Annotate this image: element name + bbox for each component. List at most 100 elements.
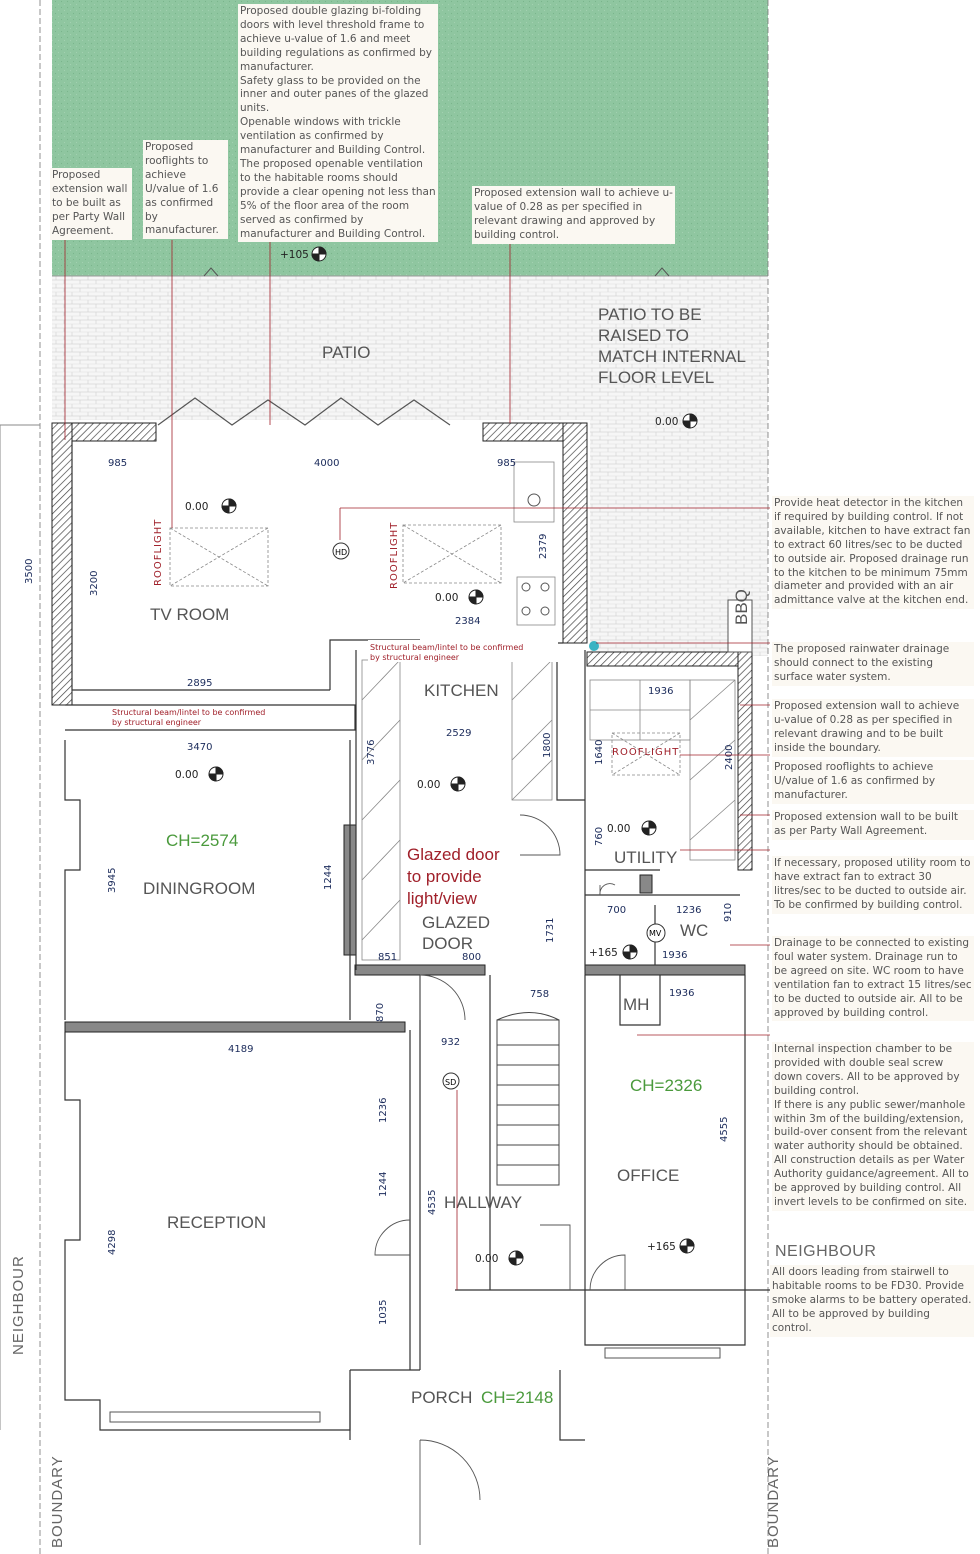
dim-2379: 2379 xyxy=(538,534,549,559)
dim-1244-b: 1244 xyxy=(378,1172,389,1197)
room-bbq: BBQ xyxy=(732,589,751,625)
dim-1244-a: 1244 xyxy=(323,865,334,890)
room-wc: WC xyxy=(680,921,708,940)
level-wc: +165 xyxy=(589,947,618,959)
dim-3776: 3776 xyxy=(366,740,377,765)
rooflight-label-1: ROOFLIGHT xyxy=(153,519,164,586)
patio-raised-line2: RAISED TO xyxy=(598,326,689,345)
ch-dining: CH=2574 xyxy=(166,831,238,850)
glazed-note-line1: Glazed door xyxy=(407,845,500,864)
level-kitchen: 0.00 xyxy=(417,779,440,791)
room-tv-room: TV ROOM xyxy=(150,605,229,624)
room-dining: DININGROOM xyxy=(143,879,255,898)
note-drainage: Drainage to be connected to existing fou… xyxy=(772,936,974,1022)
dim-4535: 4535 xyxy=(427,1190,438,1215)
dim-985-left: 985 xyxy=(108,458,127,469)
staircase xyxy=(496,1012,560,1186)
level-patio: 0.00 xyxy=(655,416,678,428)
neighbour-right: NEIGHBOUR xyxy=(775,1243,877,1260)
extension-walls xyxy=(51,422,753,1033)
glazed-note-line3: light/view xyxy=(407,889,478,908)
level-dining: 0.00 xyxy=(175,769,198,781)
rooflight-label-2: ROOFLIGHT xyxy=(389,522,400,589)
room-hallway: HALLWAY xyxy=(444,1193,522,1212)
level-marker-icons xyxy=(208,246,698,1266)
dim-800: 800 xyxy=(462,952,481,963)
patio-paving-right xyxy=(590,276,768,656)
room-utility: UTILITY xyxy=(614,848,677,867)
room-mh: MH xyxy=(623,995,649,1014)
dim-932: 932 xyxy=(441,1037,460,1048)
patio-raised-line3: MATCH INTERNAL xyxy=(598,347,746,366)
note-ext-wall-top: Proposed extension wall to achieve u-val… xyxy=(472,186,675,244)
note-heat-detector: Provide heat detector in the kitchen if … xyxy=(772,496,974,610)
level-tv-right: 0.00 xyxy=(435,592,458,604)
boundary-right: BOUNDARY xyxy=(765,1455,782,1548)
beam-note-dining-2: by structural engineer xyxy=(112,718,202,727)
dim-2895: 2895 xyxy=(187,678,212,689)
mech-vent-icon: MV xyxy=(649,929,662,938)
dim-851: 851 xyxy=(378,952,397,963)
room-patio: PATIO xyxy=(322,343,371,362)
note-rooflights-top: Proposed rooflights to achieve U/value o… xyxy=(143,140,228,240)
note-ext-wall-right: Proposed extension wall to achieve u-val… xyxy=(772,699,974,757)
dim-1936-c: 1936 xyxy=(669,988,694,999)
neighbour-left: NEIGHBOUR xyxy=(10,1255,27,1355)
dim-870: 870 xyxy=(375,1003,386,1022)
dim-1035: 1035 xyxy=(378,1300,389,1325)
dim-2529: 2529 xyxy=(446,728,471,739)
dim-4189: 4189 xyxy=(228,1044,253,1055)
level-office: +165 xyxy=(647,1241,676,1253)
dim-4000: 4000 xyxy=(314,458,339,469)
room-office: OFFICE xyxy=(617,1166,679,1185)
dim-3470: 3470 xyxy=(187,742,212,753)
patio-raised-line1: PATIO TO BE xyxy=(598,305,702,324)
glazed-door-label2: DOOR xyxy=(422,934,473,953)
rooflight-label-3: ROOFLIGHT xyxy=(612,747,679,758)
dim-4298: 4298 xyxy=(107,1230,118,1255)
glazed-note-line2: to provide xyxy=(407,867,482,886)
dim-3500: 3500 xyxy=(24,559,35,584)
dim-3945: 3945 xyxy=(107,868,118,893)
dim-2400: 2400 xyxy=(724,745,735,770)
ch-office: CH=2326 xyxy=(630,1076,702,1095)
heat-detector-icon: HD xyxy=(335,548,347,557)
dim-3200: 3200 xyxy=(89,571,100,596)
smoke-detector-icon: SD xyxy=(445,1078,456,1087)
rooflight-marks xyxy=(169,524,681,776)
note-party-wall-top: Proposed extension wall to be built as p… xyxy=(50,168,132,240)
dim-1800: 1800 xyxy=(542,733,553,758)
bifold-doors xyxy=(157,397,451,426)
level-hallway: 0.00 xyxy=(475,1253,498,1265)
dim-1640: 1640 xyxy=(594,740,605,765)
dim-1731: 1731 xyxy=(545,918,556,943)
note-rooflights-right: Proposed rooflights to achieve U/value o… xyxy=(772,760,974,804)
dim-758: 758 xyxy=(530,989,549,1000)
note-fd30-doors: All doors leading from stairwell to habi… xyxy=(770,1265,974,1337)
dim-910: 910 xyxy=(723,903,734,922)
note-bifold-doors: Proposed double glazing bi-folding doors… xyxy=(238,4,438,243)
note-rainwater: The proposed rainwater drainage should c… xyxy=(772,642,974,686)
note-inspection-chamber: Internal inspection chamber to be provid… xyxy=(772,1042,974,1211)
beam-note-dining-1: Structural beam/lintel to be confirmed xyxy=(112,708,265,717)
beam-note-kitchen-1: Structural beam/lintel to be confirmed xyxy=(370,643,523,652)
note-party-wall-right: Proposed extension wall to be built as p… xyxy=(772,810,974,840)
dim-1936-b: 1936 xyxy=(662,950,687,961)
note-utility-fan: If necessary, proposed utility room to h… xyxy=(772,856,974,914)
level-utility: 0.00 xyxy=(607,823,630,835)
room-porch: PORCH xyxy=(411,1388,472,1407)
dim-985-right: 985 xyxy=(497,458,516,469)
glazed-door-label1: GLAZED xyxy=(422,913,490,932)
ch-porch: CH=2148 xyxy=(481,1388,553,1407)
room-reception: RECEPTION xyxy=(167,1213,266,1232)
dim-1936-a: 1936 xyxy=(648,686,673,697)
patio-raised-line4: FLOOR LEVEL xyxy=(598,368,714,387)
level-garden: +105 xyxy=(280,249,309,261)
dim-700: 700 xyxy=(607,905,626,916)
level-tv-left: 0.00 xyxy=(185,501,208,513)
dim-2384: 2384 xyxy=(455,616,480,627)
dim-760: 760 xyxy=(594,827,605,846)
beam-note-kitchen-2: by structural engineer xyxy=(370,653,460,662)
room-kitchen: KITCHEN xyxy=(424,681,499,700)
